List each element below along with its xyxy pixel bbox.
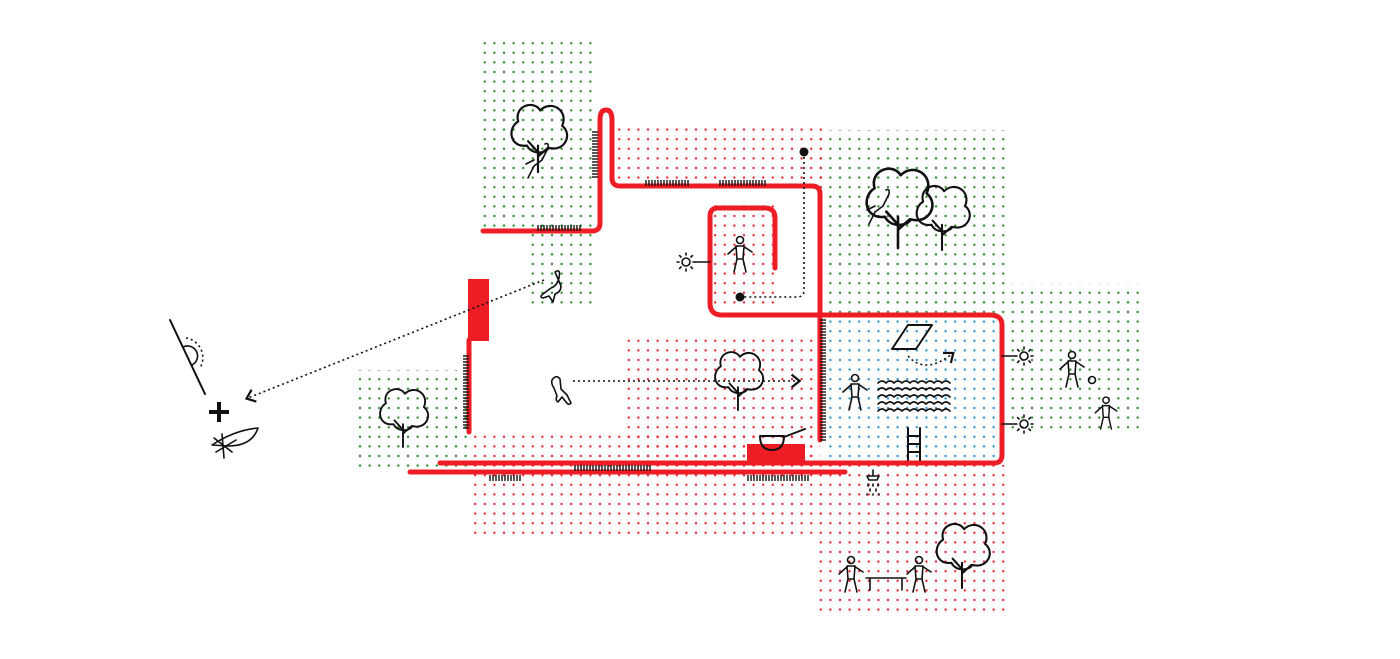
wave-line (877, 394, 951, 398)
zone-courtyard-upper (612, 125, 822, 195)
person-icon (550, 375, 572, 406)
ladder-icon (907, 427, 921, 461)
zone-north-garden-tail (525, 230, 597, 310)
basin-block (747, 444, 805, 464)
wave-line (877, 408, 951, 412)
zone-east-lawn (818, 130, 1010, 318)
inner-loop-wall (437, 205, 1005, 466)
route-start-dot (799, 147, 809, 157)
wave-line (877, 380, 951, 384)
hatch-marks (463, 131, 826, 481)
cross-icon (209, 402, 229, 422)
person-icon (540, 270, 562, 303)
bench-icon (865, 577, 907, 591)
ball-icon (1087, 375, 1097, 385)
shower-icon (866, 469, 880, 496)
zone-west-garden (352, 370, 467, 468)
zone-south-terrace (818, 465, 1010, 617)
sun-icon (676, 252, 696, 272)
north-wall (480, 107, 823, 443)
pool-features (676, 252, 1097, 591)
wave-line (877, 387, 951, 391)
plant-icon (211, 427, 259, 459)
people (525, 142, 1118, 593)
person-icon (525, 142, 549, 179)
basin-icon (759, 428, 806, 451)
water-waves-icon (877, 380, 951, 412)
viewpoint (169, 319, 259, 459)
route-end-dot (735, 292, 745, 302)
wave-line (877, 401, 951, 405)
zone-pool (822, 318, 1002, 463)
diving-board-icon (891, 324, 933, 350)
view-angle-icon (169, 319, 206, 395)
movement-lines (244, 147, 955, 403)
person-icon (866, 188, 890, 225)
view-line-west (244, 279, 545, 403)
west-pier (468, 279, 489, 341)
zone-north-garden (477, 38, 597, 230)
